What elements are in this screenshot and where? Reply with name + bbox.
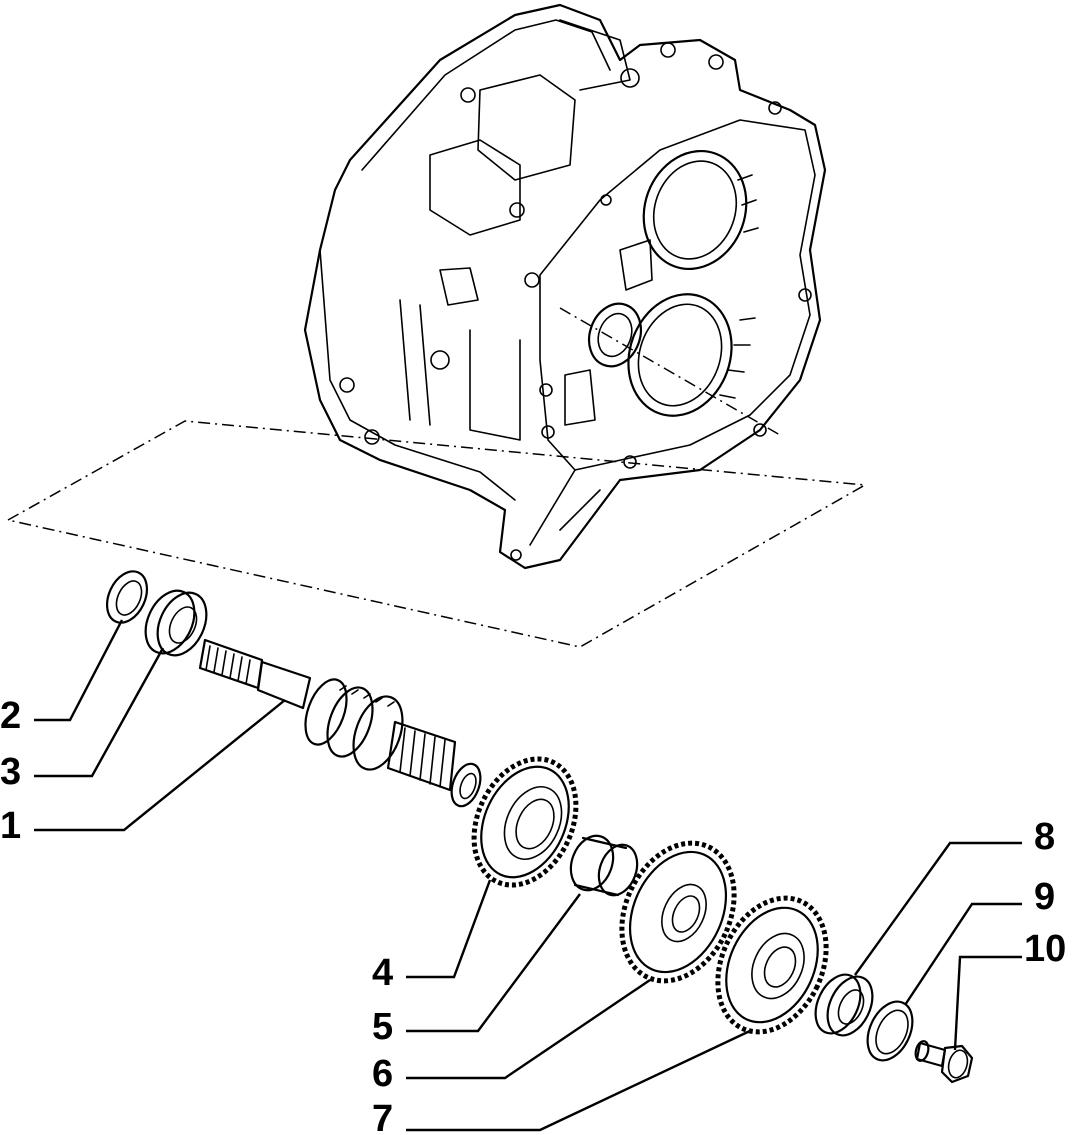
part-label-5: 5: [372, 1006, 394, 1048]
gearbox-housing-icon: [303, 3, 827, 570]
bearing-icon: [814, 973, 874, 1037]
part-label-10: 10: [1024, 928, 1067, 970]
input-shaft-icon: [198, 638, 482, 808]
sleeve-bushing-icon: [569, 834, 639, 897]
ball-bearing-icon: [144, 589, 208, 657]
flange-bolt-icon: [914, 1040, 974, 1084]
part-label-7: 7: [372, 1098, 394, 1135]
gear-icon: [619, 840, 737, 984]
gear-icon: [715, 895, 829, 1035]
part-label-6: 6: [372, 1053, 394, 1095]
gear-icon: [471, 756, 579, 888]
leader-lines: [34, 619, 1022, 1132]
axis-centerline: [559, 307, 781, 436]
part-label-3: 3: [0, 751, 22, 793]
part-label-1: 1: [0, 805, 22, 847]
washer-icon: [866, 1000, 914, 1062]
part-label-4: 4: [372, 952, 394, 994]
part-label-9: 9: [1034, 876, 1056, 918]
seal-ring-icon: [105, 570, 149, 624]
part-label-2: 2: [0, 695, 22, 737]
assembly-outline: [5, 420, 868, 648]
part-label-8: 8: [1034, 816, 1056, 858]
